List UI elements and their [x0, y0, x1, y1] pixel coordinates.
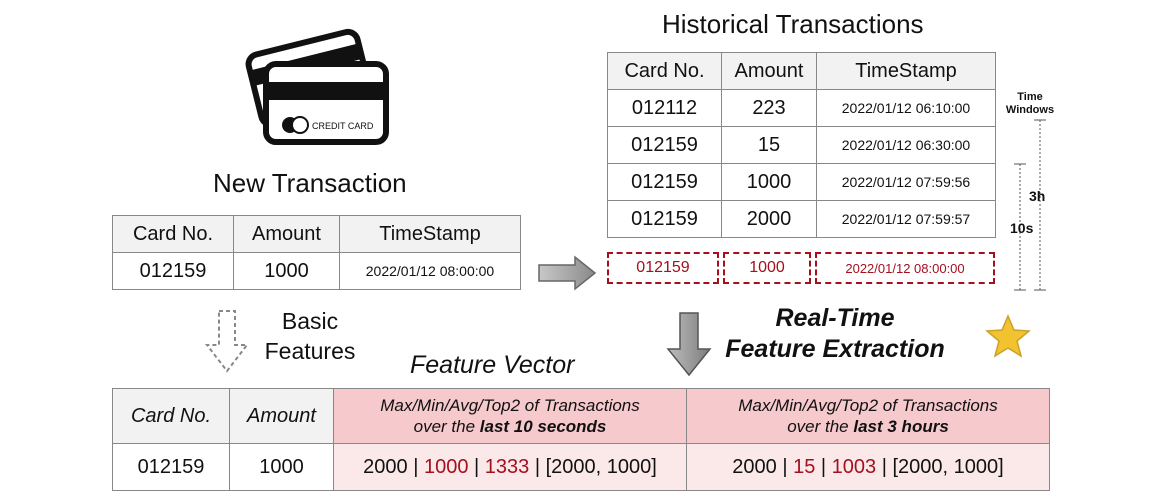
time-window-brackets [1014, 119, 1046, 291]
time-windows-label: Time Windows [1005, 91, 1055, 116]
table-row: 012159 1000 2022/01/12 07:59:56 [607, 163, 996, 201]
header-timestamp: TimeStamp [816, 52, 996, 90]
header-card-no: Card No. [607, 52, 722, 90]
table-row: 012159 1000 2022/01/12 08:00:00 [112, 252, 521, 290]
header-card-no: Card No. [112, 215, 234, 253]
header-agg-3h: Max/Min/Avg/Top2 of Transactions over th… [686, 388, 1050, 444]
cell-timestamp: 2022/01/12 06:10:00 [816, 89, 996, 127]
table-header-row: Card No. Amount TimeStamp [607, 52, 996, 90]
current-card-no: 012159 [607, 252, 719, 284]
cell-card-no: 012159 [607, 163, 722, 201]
table-row: 012159 1000 2000 | 1000 | 1333 | [2000, … [112, 443, 1050, 491]
cell-amount: 223 [721, 89, 817, 127]
new-transaction-table: Card No. Amount TimeStamp 012159 1000 20… [112, 215, 521, 290]
header-amount: Amount [721, 52, 817, 90]
current-amount: 1000 [723, 252, 811, 284]
cell-card-no: 012159 [607, 126, 722, 164]
cell-amount: 2000 [721, 200, 817, 238]
dashed-down-arrow-icon [205, 310, 249, 373]
down-arrow-icon [666, 312, 712, 377]
credit-card-icon: CREDIT CARD [245, 28, 389, 145]
cell-card-no: 012112 [607, 89, 722, 127]
arrow-right-icon [538, 255, 597, 291]
table-header-row: Card No. Amount TimeStamp [112, 215, 521, 253]
realtime-feature-extraction-title: Real-Time Feature Extraction [725, 304, 945, 363]
cell-amount: 15 [721, 126, 817, 164]
header-timestamp: TimeStamp [339, 215, 521, 253]
table-row: 012159 15 2022/01/12 06:30:00 [607, 126, 996, 164]
table-header-row: Card No. Amount Max/Min/Avg/Top2 of Tran… [112, 388, 1050, 444]
feature-vector-table: Card No. Amount Max/Min/Avg/Top2 of Tran… [112, 388, 1050, 491]
table-row: 012159 2000 2022/01/12 07:59:57 [607, 200, 996, 238]
table-row: 012112 223 2022/01/12 06:10:00 [607, 89, 996, 127]
feature-vector-title: Feature Vector [410, 351, 575, 379]
header-card-no: Card No. [112, 388, 230, 444]
cell-amount: 1000 [233, 252, 340, 290]
cell-agg-10s: 2000 | 1000 | 1333 | [2000, 1000] [333, 443, 687, 491]
credit-card-label: CREDIT CARD [312, 121, 374, 131]
new-transaction-title: New Transaction [213, 168, 407, 198]
cell-timestamp: 2022/01/12 06:30:00 [816, 126, 996, 164]
cell-amount: 1000 [721, 163, 817, 201]
cell-card-no: 012159 [112, 252, 234, 290]
header-amount: Amount [229, 388, 334, 444]
current-timestamp: 2022/01/12 08:00:00 [815, 252, 995, 284]
cell-amount: 1000 [229, 443, 334, 491]
basic-features-label: Basic Features [264, 308, 356, 364]
window-10s-label: 10s [1010, 220, 1034, 236]
star-icon [985, 314, 1031, 358]
header-amount: Amount [233, 215, 340, 253]
historical-transactions-title: Historical Transactions [662, 9, 924, 39]
cell-timestamp: 2022/01/12 08:00:00 [339, 252, 521, 290]
window-3h-label: 3h [1029, 188, 1046, 204]
cell-agg-3h: 2000 | 15 | 1003 | [2000, 1000] [686, 443, 1050, 491]
cell-timestamp: 2022/01/12 07:59:57 [816, 200, 996, 238]
cell-card-no: 012159 [112, 443, 230, 491]
current-transaction-row: 012159 1000 2022/01/12 08:00:00 [607, 252, 999, 284]
cell-timestamp: 2022/01/12 07:59:56 [816, 163, 996, 201]
cell-card-no: 012159 [607, 200, 722, 238]
header-agg-10s: Max/Min/Avg/Top2 of Transactions over th… [333, 388, 687, 444]
historical-transactions-table: Card No. Amount TimeStamp 012112 223 202… [607, 52, 996, 238]
